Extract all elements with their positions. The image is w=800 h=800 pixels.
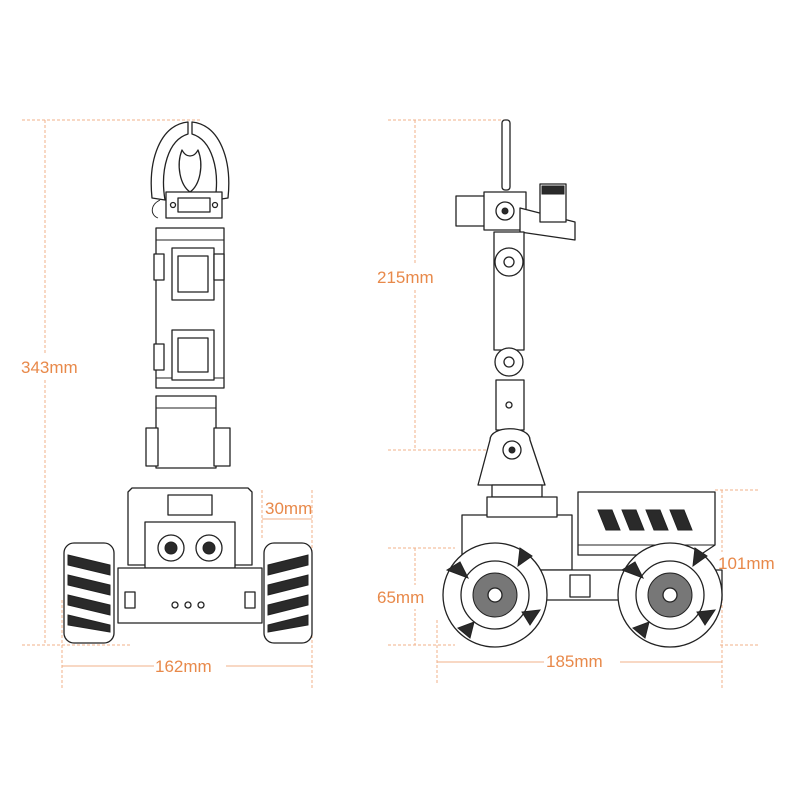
gripper-rod-side	[501, 119, 511, 191]
front-width-label: 162mm	[155, 657, 212, 676]
side-wheel-label-bg	[375, 585, 439, 609]
side-wheel-height-label: 65mm	[377, 588, 424, 607]
side-view-robot	[442, 119, 723, 648]
side-length-label: 185mm	[546, 652, 603, 671]
wrist-servo-face	[177, 197, 211, 213]
side-view-dimensions: 215mm 65mm 101mm 185mm	[375, 119, 790, 690]
front-height-label-bg	[18, 354, 94, 380]
front-right-wheel	[263, 542, 313, 644]
side-arm-label-bg	[375, 264, 451, 290]
side-arm-height-label: 215mm	[377, 268, 434, 287]
gripper-front	[150, 121, 230, 219]
chassis-front-body	[117, 567, 263, 624]
side-front-wheel	[617, 542, 723, 648]
front-view-dimensions: 343mm 162mm 30mm	[18, 119, 313, 690]
base-servo-front	[155, 395, 217, 469]
front-left-wheel	[63, 542, 115, 644]
side-body-label-bg	[716, 552, 790, 576]
front-width-label-bg	[154, 655, 226, 677]
front-view-robot	[63, 121, 313, 644]
side-rear-wheel	[442, 542, 548, 648]
wrist-motor-side	[455, 195, 487, 227]
front-height-label: 343mm	[21, 358, 78, 377]
electronics-cage	[577, 491, 716, 556]
front-wheel-width-label: 30mm	[265, 499, 312, 518]
side-body-height-label: 101mm	[718, 554, 775, 573]
side-length-label-bg	[544, 650, 620, 672]
